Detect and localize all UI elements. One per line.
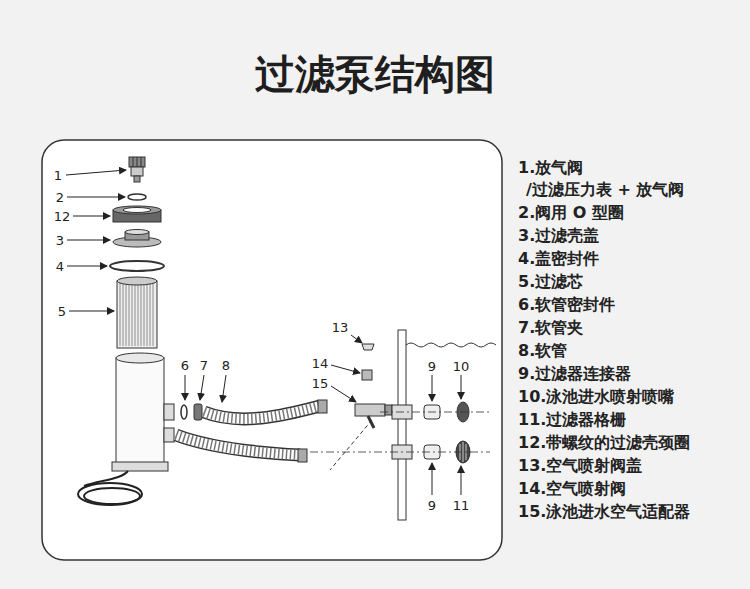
air-jet-parts: [330, 344, 392, 470]
pool-wall: [392, 330, 496, 520]
threaded-collar: [113, 206, 161, 222]
cover-seal: [110, 261, 164, 271]
callout-number: 6: [180, 358, 190, 373]
center-lines: [310, 412, 490, 452]
parts-list-item: 15.泳池进水空气适配器: [518, 502, 690, 521]
parts-list-item: 13.空气喷射阀盖: [518, 456, 642, 475]
parts-list-item: 12.带螺纹的过滤壳颈圈: [518, 433, 690, 452]
callout-number: 7: [199, 358, 209, 373]
parts-list-item: 7.软管夹: [518, 318, 583, 337]
title: 过滤泵结构图: [255, 47, 495, 102]
callout-number: 4: [55, 259, 65, 274]
parts-list-item: 8.软管: [518, 341, 567, 360]
callout-number: 13: [331, 320, 350, 335]
callout-number: 10: [452, 359, 471, 374]
filter-housing: [112, 353, 174, 471]
filter-cartridge: [117, 277, 157, 348]
parts-list-item: 3.过滤壳盖: [518, 226, 599, 245]
parts-list-item: 6.软管密封件: [518, 295, 615, 314]
callout-number: 2: [55, 190, 65, 205]
callout-number: 8: [221, 358, 231, 373]
parts-list-item: 14.空气喷射阀: [518, 479, 626, 498]
parts-list-item: 2.阀用 O 型圈: [518, 203, 624, 222]
callout-number: 11: [452, 498, 471, 513]
parts-list-item: /过滤压力表 + 放气阀: [526, 180, 684, 199]
parts-list-item: 9.过滤器连接器: [518, 364, 631, 383]
callout-number: 12: [53, 209, 72, 224]
callout-number: 1: [53, 168, 63, 183]
parts-list-item: 10.泳池进水喷射喷嘴: [518, 387, 674, 406]
leader-arrows: [66, 170, 461, 495]
callout-number: 5: [57, 304, 67, 319]
callout-number: 3: [55, 233, 65, 248]
air-valve: [129, 157, 145, 182]
hose-seal: [181, 405, 187, 419]
callout-number: 15: [311, 376, 330, 391]
parts-list-item: 1.放气阀: [518, 158, 583, 177]
panel-frame: [42, 140, 502, 560]
power-cord: [78, 471, 142, 505]
parts-list-item: 11.过滤器格栅: [518, 410, 626, 429]
callout-number: 9: [427, 498, 437, 513]
hoses: [176, 400, 327, 462]
hose-clamp: [194, 404, 202, 420]
callout-number: 14: [311, 356, 330, 371]
filter-cover: [113, 230, 161, 248]
parts-list-item: 5.过滤芯: [518, 272, 583, 291]
parts-list-item: 4.盖密封件: [518, 249, 599, 268]
callout-number: 9: [427, 359, 437, 374]
o-ring: [128, 194, 146, 200]
